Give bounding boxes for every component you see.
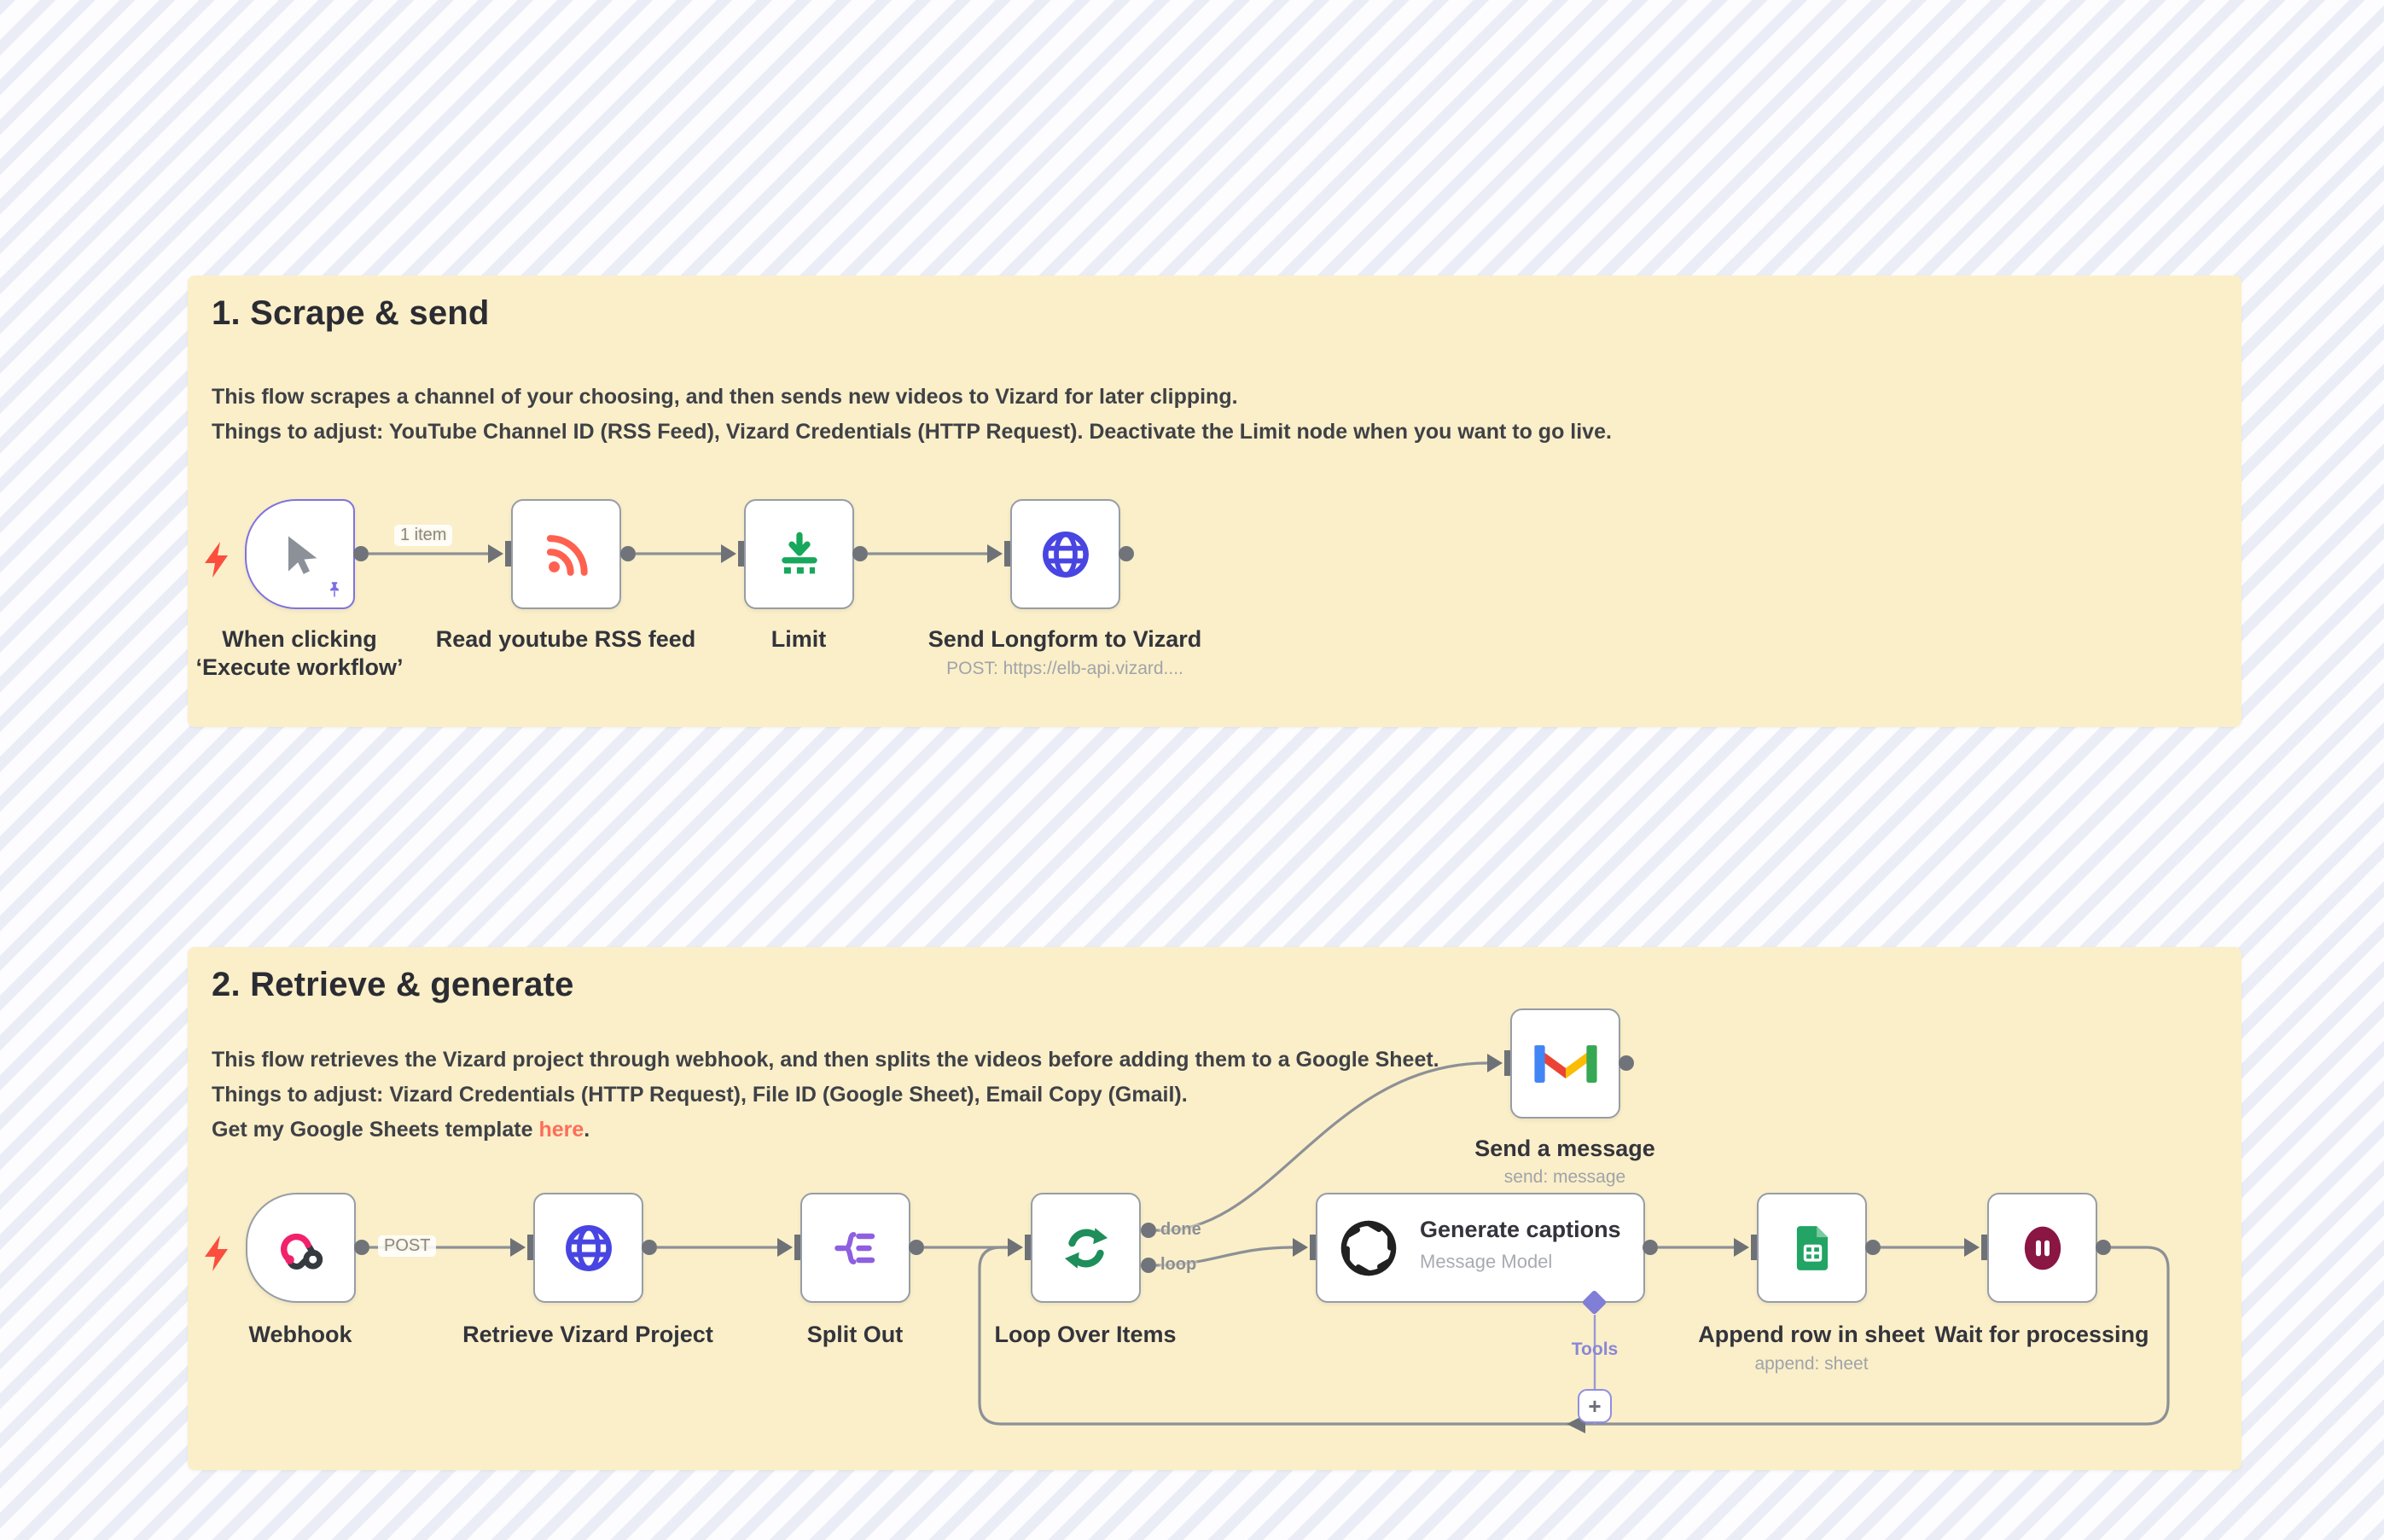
label-webhook: Webhook [248, 1322, 352, 1347]
connection-label-done: done [1160, 1220, 1201, 1239]
label-wait: Wait for processing [1934, 1322, 2149, 1347]
sticky2-line2: Things to adjust: Vizard Credentials (HT… [212, 1083, 1188, 1107]
generate-captions-subtitle: Message Model [1420, 1251, 1553, 1272]
node-limit[interactable] [744, 499, 854, 609]
loop-icon [1064, 1227, 1108, 1269]
sticky-note-retrieve-generate[interactable]: 2. Retrieve & generate This flow retriev… [188, 947, 2242, 1470]
connection-label-1-item: 1 item [394, 525, 453, 546]
node-wait[interactable] [1987, 1193, 2097, 1303]
label-loop-over-items: Loop Over Items [994, 1322, 1177, 1347]
sticky2-line1: This flow retrieves the Vizard project t… [212, 1048, 1439, 1072]
cursor-icon [288, 536, 317, 574]
globe-icon [565, 1224, 612, 1271]
tools-label: Tools [1571, 1340, 1619, 1359]
pause-icon [2024, 1226, 2061, 1270]
connection-label-post: POST [378, 1235, 437, 1257]
node-loop-over-items[interactable] [1031, 1193, 1141, 1303]
node-http-vizard[interactable] [1010, 499, 1120, 609]
globe-icon [1042, 531, 1089, 578]
pin-icon [330, 582, 339, 597]
node-gmail[interactable] [1510, 1008, 1620, 1119]
node-generate-captions[interactable] [1316, 1193, 1645, 1303]
rss-icon [546, 534, 588, 576]
sheets-icon [1796, 1225, 1828, 1270]
sticky2-line3: Get my Google Sheets template here. [212, 1113, 2200, 1148]
label-rss-feed: Read youtube RSS feed [435, 626, 696, 652]
sticky2-description: This flow retrieves the Vizard project t… [212, 1043, 2200, 1148]
sticky2-line3-prefix: Get my Google Sheets template [212, 1118, 539, 1142]
label-split-out: Split Out [806, 1322, 904, 1347]
label-manual-trigger: When clicking ‘Execute workflow’ [195, 626, 404, 680]
node-split-out[interactable] [800, 1193, 910, 1303]
generate-captions-title: Generate captions [1420, 1217, 1621, 1242]
gmail-icon [1533, 1044, 1597, 1083]
sticky2-line3-suffix: . [584, 1118, 590, 1142]
node-rss-feed[interactable] [511, 499, 621, 609]
sticky1-title: 1. Scrape & send [212, 294, 490, 332]
sublabel-http-vizard: POST: https://elb-api.vizard.... [946, 659, 1183, 678]
sublabel-gmail: send: message [1503, 1167, 1626, 1187]
sticky1-description: This flow scrapes a channel of your choo… [212, 380, 2200, 450]
node-manual-trigger[interactable] [245, 499, 355, 609]
webhook-icon [280, 1233, 323, 1270]
sticky1-line1: This flow scrapes a channel of your choo… [212, 385, 1238, 409]
node-google-sheets[interactable] [1757, 1193, 1867, 1303]
openai-icon [1340, 1220, 1397, 1276]
node-http-retrieve[interactable] [533, 1193, 643, 1303]
label-http-retrieve: Retrieve Vizard Project [462, 1322, 713, 1347]
add-tool-button[interactable]: + [1578, 1389, 1612, 1423]
label-http-vizard: Send Longform to Vizard [927, 626, 1202, 652]
connection-label-loop: loop [1160, 1255, 1197, 1274]
plus-icon: + [1588, 1392, 1602, 1419]
label-gmail: Send a message [1474, 1136, 1655, 1161]
split-out-icon [834, 1231, 875, 1264]
node-webhook[interactable] [246, 1193, 356, 1303]
sticky1-line2: Things to adjust: YouTube Channel ID (RS… [212, 420, 1612, 444]
label-limit: Limit [770, 626, 827, 652]
sticky2-title: 2. Retrieve & generate [212, 966, 574, 1003]
limit-icon [781, 532, 817, 573]
sublabel-google-sheets: append: sheet [1754, 1354, 1869, 1374]
template-here-link[interactable]: here [538, 1118, 584, 1142]
